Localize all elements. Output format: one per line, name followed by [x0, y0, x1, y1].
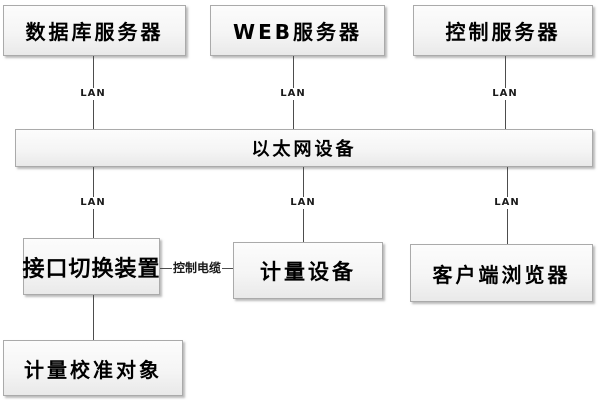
node-client-browser: 客户端浏览器	[410, 244, 593, 302]
node-web-server: WEB服务器	[210, 5, 385, 56]
edge-label-lan-web: LAN	[278, 88, 308, 100]
edge-switch-to-calibration	[93, 295, 94, 340]
node-ethernet-device-label: 以太网设备	[251, 139, 357, 160]
node-metering-device-label: 计量设备	[260, 259, 356, 284]
edge-label-lan-switch: LAN	[78, 197, 108, 209]
node-client-browser-label: 客户端浏览器	[432, 262, 571, 287]
node-control-server: 控制服务器	[413, 5, 593, 56]
node-control-server-label: 控制服务器	[445, 20, 561, 44]
node-interface-switch: 接口切换装置	[23, 238, 160, 295]
node-calibration-object-label: 计量校准对象	[24, 357, 162, 382]
edge-label-lan-control: LAN	[490, 88, 520, 100]
node-interface-switch-label: 接口切换装置	[22, 256, 161, 282]
edge-label-lan-database: LAN	[78, 88, 108, 100]
node-database-server-label: 数据库服务器	[25, 20, 164, 44]
node-ethernet-device: 以太网设备	[15, 129, 593, 167]
edge-label-lan-meter: LAN	[288, 197, 318, 209]
edge-label-lan-browser: LAN	[492, 197, 522, 209]
node-metering-device: 计量设备	[233, 242, 383, 299]
node-database-server: 数据库服务器	[3, 5, 186, 56]
node-calibration-object: 计量校准对象	[3, 340, 183, 396]
edge-label-control-cable: 控制电缆	[171, 261, 223, 275]
node-web-server-label: WEB服务器	[233, 20, 362, 44]
